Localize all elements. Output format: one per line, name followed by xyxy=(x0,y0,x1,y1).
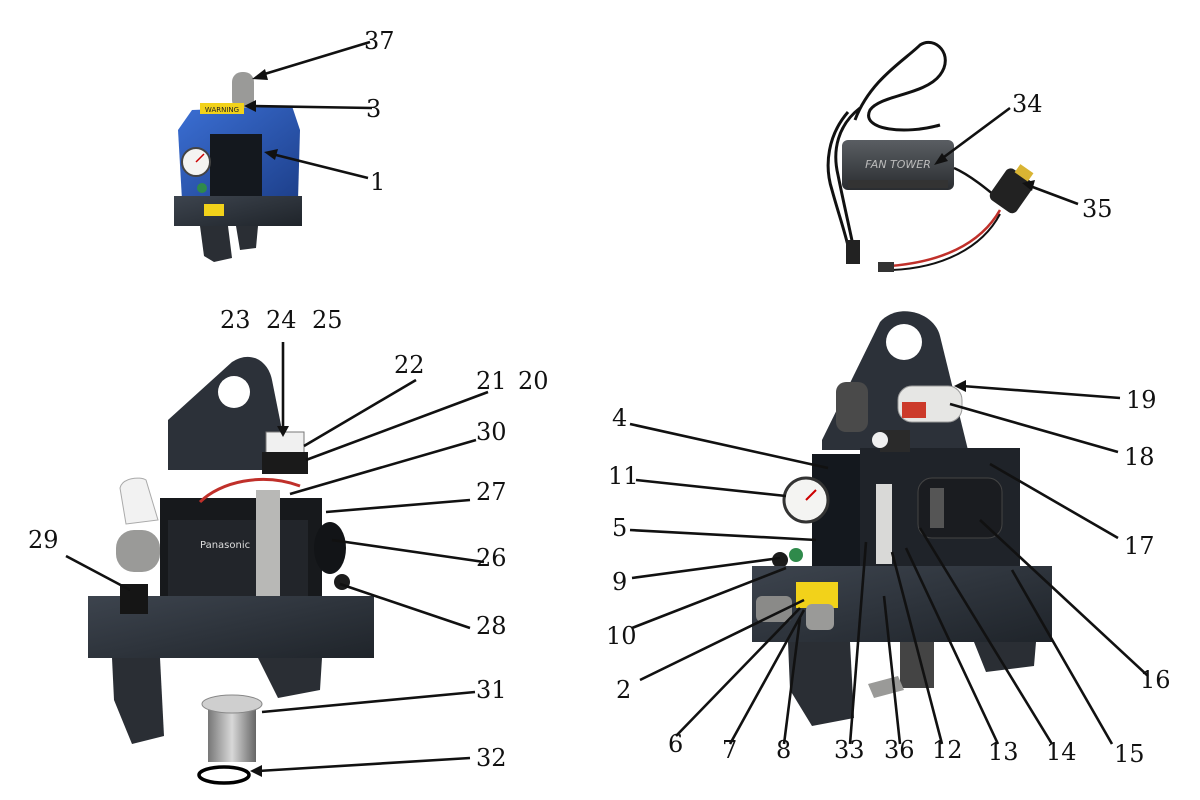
rear-bracket xyxy=(974,642,1036,672)
lifting-eye xyxy=(218,376,250,408)
callout-33: 33 xyxy=(834,736,865,764)
yellow-valve xyxy=(204,204,224,216)
callout-26: 26 xyxy=(476,544,507,572)
callout-4: 4 xyxy=(612,404,627,432)
callout-30: 30 xyxy=(476,418,507,446)
motor-cap xyxy=(314,522,346,574)
charger-brand-text: FAN TOWER xyxy=(865,158,931,171)
callout-1: 1 xyxy=(370,168,385,196)
callout-24: 24 xyxy=(266,306,297,334)
inlet-fitting xyxy=(756,596,792,622)
callout-20: 20 xyxy=(518,367,549,395)
callout-34: 34 xyxy=(1012,90,1043,118)
pressure-switch xyxy=(789,548,803,562)
front-bracket xyxy=(788,642,854,726)
ring-terminal xyxy=(878,262,894,272)
output-plug xyxy=(846,240,860,264)
callout-16: 16 xyxy=(1140,666,1171,694)
unit-covered-assembly: WARNING xyxy=(174,72,302,262)
control-panel xyxy=(210,134,262,196)
gauge-needle-right xyxy=(805,489,817,501)
o-ring xyxy=(197,765,251,785)
charger-box-base xyxy=(848,180,948,188)
callout-37: 37 xyxy=(364,27,395,55)
callout-28: 28 xyxy=(476,612,507,640)
gauge-needle xyxy=(195,153,205,163)
motor-fins xyxy=(930,488,944,528)
mounting-plate xyxy=(168,356,290,470)
callout-29: 29 xyxy=(28,526,59,554)
tubing xyxy=(876,484,892,564)
callout-19: 19 xyxy=(1126,386,1157,414)
callout-27: 27 xyxy=(476,478,507,506)
mount-bracket xyxy=(200,226,232,262)
battery-lead-red xyxy=(198,478,301,504)
check-valve xyxy=(872,432,888,448)
black-cable xyxy=(891,213,1001,271)
filter-label xyxy=(902,402,926,418)
warning-label xyxy=(200,103,244,114)
callout-5: 5 xyxy=(612,514,627,542)
base-plate xyxy=(174,196,302,226)
callout-7: 7 xyxy=(722,736,737,764)
callout-18: 18 xyxy=(1124,443,1155,471)
left-fitting xyxy=(120,584,148,614)
output-cable-b xyxy=(826,111,851,251)
callout-36: 36 xyxy=(884,736,915,764)
callout-11: 11 xyxy=(608,462,639,490)
callout-6: 6 xyxy=(668,730,683,758)
callout-21: 21 xyxy=(476,367,507,395)
terminal-base xyxy=(262,452,308,474)
callout-14: 14 xyxy=(1046,738,1077,766)
charger-cable-coil xyxy=(853,40,947,132)
callout-35: 35 xyxy=(1082,195,1113,223)
foot-plate xyxy=(868,676,904,698)
callout-22: 22 xyxy=(394,351,425,379)
motor-grey xyxy=(116,530,160,572)
lifting-eye-right xyxy=(886,324,922,360)
callout-32: 32 xyxy=(476,744,507,772)
battery-face xyxy=(168,520,308,600)
callout-15: 15 xyxy=(1114,740,1145,768)
warning-label-text: WARNING xyxy=(205,106,239,114)
callout-10: 10 xyxy=(606,622,637,650)
callout-17: 17 xyxy=(1124,532,1155,560)
callout-25: 25 xyxy=(312,306,343,334)
right-bracket xyxy=(258,658,322,698)
battery-strap xyxy=(256,490,280,610)
washer xyxy=(201,694,263,714)
unit-open-battery-view: Panasonic xyxy=(88,356,374,785)
valve-block xyxy=(880,430,910,452)
charger-assembly: FAN TOWER xyxy=(826,40,1034,272)
indicator-light xyxy=(197,183,207,193)
callout-23: 23 xyxy=(220,306,251,334)
white-filter xyxy=(119,477,159,525)
top-fitting xyxy=(232,72,254,110)
leader-lines xyxy=(65,40,1149,777)
mount-bracket-right xyxy=(236,226,258,250)
callout-labels: 37 3 1 34 35 23 24 25 22 21 20 30 27 26 … xyxy=(28,27,1171,772)
left-bracket xyxy=(112,658,164,744)
callout-12: 12 xyxy=(932,736,963,764)
output-cable-a xyxy=(834,106,861,256)
outlet-fitting xyxy=(806,604,834,630)
callout-2: 2 xyxy=(616,676,631,704)
charger-box xyxy=(842,140,954,190)
callout-31: 31 xyxy=(476,676,507,704)
cigarette-plug xyxy=(989,164,1034,214)
rear-filter xyxy=(836,382,868,432)
callout-13: 13 xyxy=(988,738,1019,766)
control-knob xyxy=(772,552,788,568)
callout-8: 8 xyxy=(776,736,791,764)
red-cable xyxy=(889,209,1002,268)
unit-open-pump-view xyxy=(752,311,1052,726)
callout-9: 9 xyxy=(612,568,627,596)
battery-brand-text: Panasonic xyxy=(200,540,250,551)
yellow-label-right xyxy=(796,582,838,608)
callout-3: 3 xyxy=(366,95,381,123)
